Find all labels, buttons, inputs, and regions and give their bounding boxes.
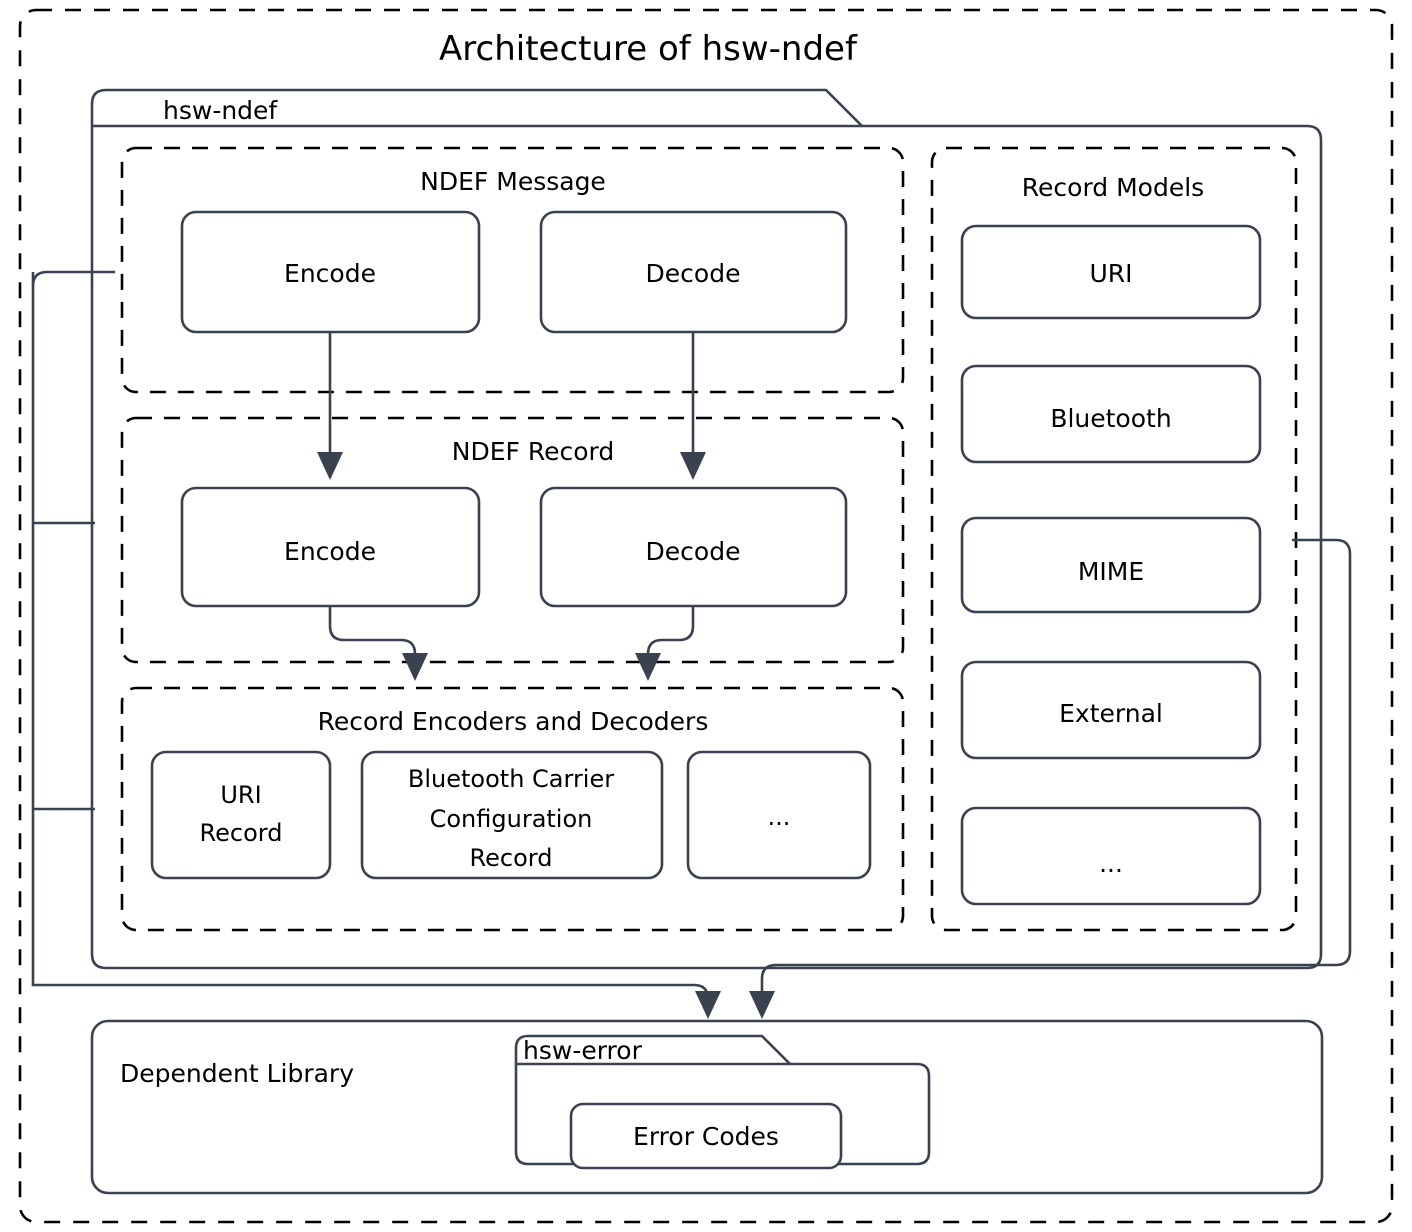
record-model-bluetooth-label: Bluetooth bbox=[1050, 404, 1171, 433]
record-model-bluetooth-box[interactable] bbox=[960, 364, 1262, 464]
record-model-external-box[interactable] bbox=[960, 660, 1262, 760]
arrowhead-left-bus-to-hsw-error bbox=[695, 991, 721, 1019]
group-ndef-message bbox=[120, 146, 905, 394]
group-record-codecs-label: Record Encoders and Decoders bbox=[318, 707, 709, 736]
error-codes-box[interactable] bbox=[569, 1102, 843, 1170]
group-record-models-label: Record Models bbox=[1022, 173, 1204, 202]
group-record-codecs bbox=[120, 686, 905, 932]
record-model-external-label: External bbox=[1059, 699, 1163, 728]
connector-record-decode-to-codecs bbox=[646, 606, 695, 656]
record-codec-uri-label-line2: Record bbox=[200, 819, 283, 847]
group-ndef-message-label: NDEF Message bbox=[420, 167, 606, 196]
ndef-message-decode-label: Decode bbox=[646, 259, 741, 288]
connector-right-bus bbox=[760, 538, 1352, 1003]
group-ndef-record bbox=[120, 416, 905, 664]
arrowhead-record-encode-to-codecs bbox=[402, 653, 428, 681]
arrowhead-message-encode-to-record-encode bbox=[317, 452, 343, 480]
ndef-message-encode-label: Encode bbox=[284, 259, 376, 288]
record-codec-more-box[interactable] bbox=[686, 750, 872, 880]
group-ndef-record-label: NDEF Record bbox=[452, 437, 614, 466]
record-model-mime-box[interactable] bbox=[960, 516, 1262, 614]
record-codec-uri-box[interactable] bbox=[150, 750, 332, 880]
record-model-uri-box[interactable] bbox=[960, 224, 1262, 320]
record-codec-bluetooth-box[interactable] bbox=[360, 750, 664, 880]
record-codec-bluetooth-label-line1: Bluetooth Carrier bbox=[408, 765, 614, 793]
record-codec-more-label: ... bbox=[768, 803, 791, 831]
connector-record-encode-to-codecs bbox=[328, 606, 417, 656]
record-model-more-label: ... bbox=[1099, 849, 1123, 878]
record-model-uri-label: URI bbox=[1089, 259, 1132, 288]
arrowhead-message-decode-to-record-decode bbox=[680, 452, 706, 480]
record-model-mime-label: MIME bbox=[1078, 557, 1144, 586]
ndef-record-encode-label: Encode bbox=[284, 537, 376, 566]
record-codec-bluetooth-label-line3: Record bbox=[470, 844, 553, 872]
record-codec-uri-label-line1: URI bbox=[220, 781, 261, 809]
record-codec-bluetooth-label-line2: Configuration bbox=[430, 805, 593, 833]
arrowhead-record-decode-to-codecs bbox=[635, 653, 661, 681]
error-codes-label: Error Codes bbox=[633, 1122, 779, 1151]
package-hsw-error-label: hsw-error bbox=[523, 1036, 643, 1065]
ndef-record-decode-label: Decode bbox=[646, 537, 741, 566]
record-model-more-box[interactable] bbox=[960, 806, 1262, 906]
dependent-library-label: Dependent Library bbox=[120, 1059, 354, 1088]
arrowhead-right-bus-to-hsw-error bbox=[749, 991, 775, 1019]
page-title: Architecture of hsw-ndef bbox=[439, 29, 858, 69]
package-hsw-ndef-label: hsw-ndef bbox=[163, 96, 278, 125]
